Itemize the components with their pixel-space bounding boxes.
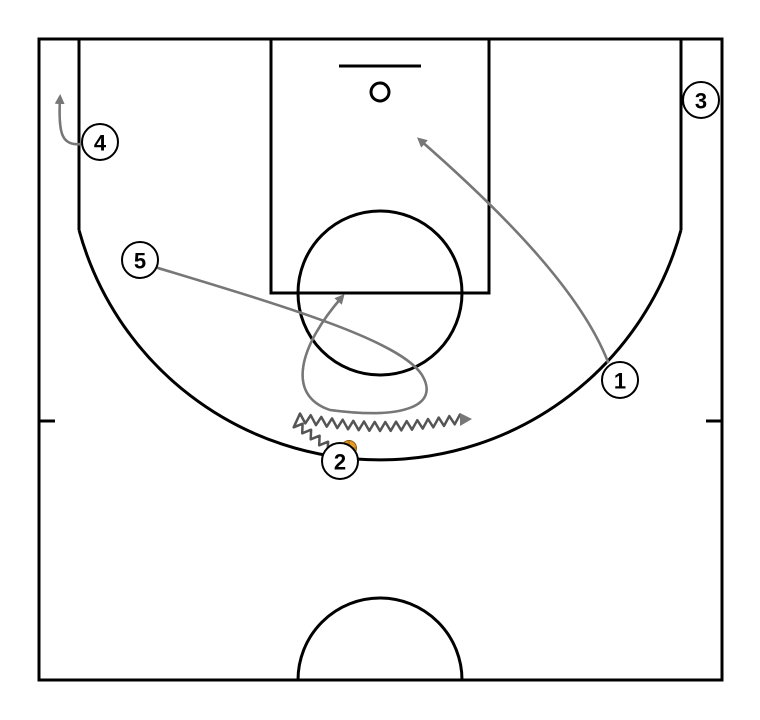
- paint-lane: [269, 37, 491, 295]
- cut-path-player-5: [156, 266, 428, 415]
- cut-path-player-5-highlight: [156, 266, 428, 415]
- court-lines: [37, 37, 724, 682]
- player-3-marker: [682, 81, 720, 119]
- player-4-marker: [81, 123, 119, 161]
- cut-path-player-1-highlight: [418, 138, 610, 364]
- player-5-marker: [121, 241, 159, 279]
- three-point-arc: [77, 229, 683, 462]
- movement-paths: [54, 94, 610, 453]
- dribble-path-player-2: [292, 412, 462, 453]
- player-5[interactable]: 5: [121, 241, 159, 279]
- player-1-label: 1: [614, 369, 626, 394]
- cut-path-player-4: [54, 94, 84, 146]
- player-2-marker: [321, 442, 359, 480]
- players: 1 2 3 4 5: [81, 81, 720, 480]
- player-2-label: 2: [334, 450, 346, 475]
- center-circle: [296, 596, 464, 681]
- player-4-label: 4: [94, 131, 107, 156]
- basket-rim: [369, 81, 391, 103]
- player-2[interactable]: 2: [321, 442, 359, 480]
- cut-path-player-1: [416, 137, 610, 364]
- player-3-label: 3: [695, 89, 707, 114]
- free-throw-circle: [296, 209, 464, 377]
- player-5-label: 5: [134, 249, 146, 274]
- player-1-marker: [601, 361, 639, 399]
- player-1[interactable]: 1: [601, 361, 639, 399]
- dribble-arrowhead: [460, 413, 472, 426]
- player-3[interactable]: 3: [682, 81, 720, 119]
- player-4[interactable]: 4: [81, 123, 119, 161]
- court-boundary: [37, 37, 724, 682]
